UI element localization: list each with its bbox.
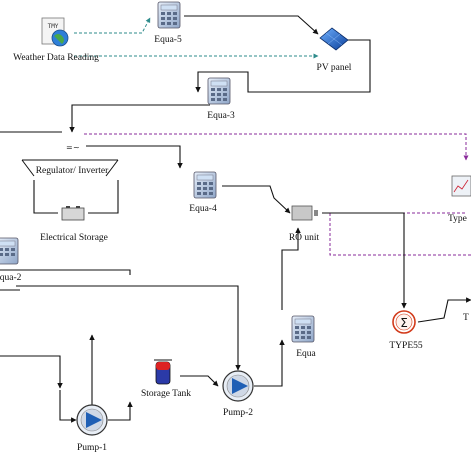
pump-icon [76, 404, 108, 436]
connection-lines [0, 15, 471, 423]
link-inverter-equa4 [86, 145, 183, 169]
t-right-node[interactable]: T [463, 313, 469, 323]
storage-tank-icon [154, 359, 172, 385]
link-equa4-ro [222, 185, 291, 214]
svg-text:TMY: TMY [48, 23, 59, 30]
link-type55-t [417, 297, 471, 323]
t-right-label: T [463, 313, 469, 323]
equa2-label: Equa-2 [0, 273, 22, 283]
link-feed-pump1 [59, 390, 77, 423]
calculator-icon [207, 77, 231, 105]
battery-icon [61, 206, 85, 221]
type-printer-label: Type [448, 214, 467, 224]
online-plotter-node[interactable]: Type [448, 175, 471, 224]
svg-text:=: = [66, 143, 73, 152]
online-plotter-icon [451, 175, 471, 197]
link-regulator-battery-left [33, 180, 58, 214]
link-pv-equa3 [195, 39, 371, 93]
pump1-node[interactable]: Pump-1 [76, 404, 108, 453]
battery-node[interactable]: Electrical Storage [40, 206, 108, 243]
link-equa5-pv [184, 15, 319, 35]
pump2-label: Pump-2 [223, 408, 253, 418]
equa5-node[interactable]: Equa-5 [154, 1, 182, 45]
ro-label: RO unit [289, 233, 320, 243]
pv-panel-node[interactable]: PV panel [317, 27, 352, 73]
weather-label: Weather Data Reading [13, 53, 99, 63]
inverter-symbol-icon: = ~ [66, 143, 80, 152]
link-left-pump1 [0, 355, 63, 389]
equa2-node[interactable]: Equa-2 [0, 237, 22, 283]
pv-label: PV panel [317, 63, 352, 73]
inverter-node[interactable]: = ~ [66, 143, 80, 152]
battery-label: Electrical Storage [40, 233, 108, 243]
equa5-label: Equa-5 [154, 35, 182, 45]
svg-text:Σ: Σ [400, 316, 408, 330]
pump2-node[interactable]: Pump-2 [222, 370, 254, 418]
calculator-icon [157, 1, 181, 29]
storage-tank-node[interactable]: Storage Tank [141, 359, 191, 399]
equa-label: Equa [296, 349, 316, 359]
regulator-symbol-icon [21, 159, 119, 177]
link-inverter-printer [84, 133, 469, 161]
link-tank-pump2 [180, 375, 219, 387]
pump-icon [222, 370, 254, 402]
calculator-icon [291, 315, 315, 343]
weather-data-reader-icon: TMY [41, 17, 69, 47]
link-weather-equa5 [74, 17, 151, 34]
link-equa-ro [281, 227, 301, 310]
link-equa3-inverter [69, 104, 210, 133]
svg-text:~: ~ [73, 143, 80, 152]
storage-tank-label: Storage Tank [141, 389, 191, 399]
calculator-icon [193, 171, 217, 199]
calculator-icon [0, 237, 19, 265]
regulator-node[interactable]: Regulator/ Inverter [21, 159, 119, 177]
type55-node[interactable]: Σ TYPE55 [389, 310, 423, 351]
solar-panel-icon [319, 27, 349, 51]
link-ro-purple-down [329, 213, 471, 256]
equa3-node[interactable]: Equa-3 [207, 77, 235, 121]
pump1-label: Pump-1 [77, 443, 107, 453]
equa-node[interactable]: Equa [291, 315, 317, 359]
weather-data-reader[interactable]: TMY Weather Data Reading [13, 17, 99, 63]
link-battery-regulator-right [88, 180, 119, 214]
link-top-loop [0, 269, 131, 275]
equa4-node[interactable]: Equa-4 [189, 171, 217, 214]
equa4-label: Equa-4 [189, 204, 217, 214]
link-ro-type55 [322, 212, 407, 309]
type55-label: TYPE55 [389, 341, 423, 351]
equa3-label: Equa-3 [207, 111, 235, 121]
link-equa2-pump2 [16, 285, 241, 371]
inverter-label: Regulator/ Inverter [36, 166, 109, 176]
ro-unit-node[interactable]: RO unit [289, 205, 320, 243]
link-pump1-tank [108, 401, 133, 421]
ro-unit-icon [291, 205, 318, 221]
link-pump2-equa [254, 339, 285, 387]
summation-icon: Σ [392, 310, 416, 334]
